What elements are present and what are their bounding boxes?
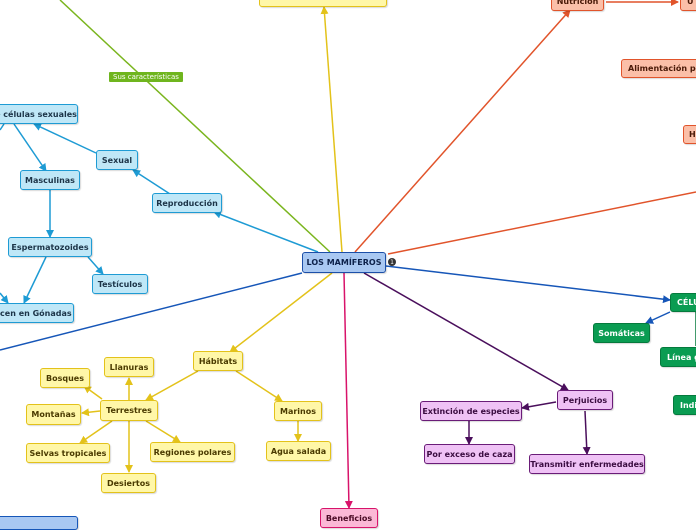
link-testiculos bbox=[87, 256, 104, 275]
link-habitats bbox=[229, 272, 333, 353]
top-node[interactable] bbox=[259, 0, 387, 7]
node-beneficios[interactable]: Beneficios bbox=[320, 508, 378, 528]
node-transmitir[interactable]: Transmitir enfermedades bbox=[529, 454, 645, 474]
node-llanuras[interactable]: Llanuras bbox=[104, 357, 154, 377]
central-node[interactable]: LOS MAMÍFEROS bbox=[302, 252, 386, 273]
node-u[interactable]: U bbox=[680, 0, 696, 11]
node-gonadas[interactable]: ucen en Gónadas bbox=[0, 303, 74, 323]
node-montanas[interactable]: Montañas bbox=[26, 404, 81, 425]
node-bottom-left[interactable] bbox=[0, 516, 78, 530]
node-ind[interactable]: Indi bbox=[673, 395, 696, 415]
node-marinos[interactable]: Marinos bbox=[274, 401, 322, 421]
link-top bbox=[320, 6, 343, 253]
node-terrestres[interactable]: Terrestres bbox=[100, 400, 158, 421]
node-h[interactable]: H bbox=[683, 125, 696, 144]
link-somaticas bbox=[645, 311, 671, 324]
link-perjuicios bbox=[363, 272, 569, 391]
edge-label-caracteristicas[interactable]: Sus características bbox=[109, 72, 183, 82]
node-celulas-sexuales[interactable]: e células sexuales bbox=[0, 104, 78, 124]
link-beneficios bbox=[343, 272, 353, 509]
node-regiones[interactable]: Regiones polares bbox=[150, 442, 235, 462]
link-caracteristicas bbox=[59, 0, 331, 253]
node-nutricion[interactable]: Nutrición bbox=[551, 0, 604, 11]
node-masculinas[interactable]: Masculinas bbox=[20, 170, 80, 190]
node-extincion[interactable]: Extinción de especies bbox=[420, 401, 522, 421]
node-espermatozoides[interactable]: Espermatozoides bbox=[8, 237, 92, 257]
link-masculinas bbox=[13, 123, 47, 172]
attachment-badge[interactable]: 1 bbox=[388, 258, 396, 266]
link-marinos bbox=[235, 370, 283, 402]
link-extincion bbox=[521, 401, 557, 411]
node-bosques[interactable]: Bosques bbox=[40, 368, 90, 388]
node-testiculos[interactable]: Testículos bbox=[92, 274, 148, 294]
node-caza[interactable]: Por exceso de caza bbox=[424, 444, 515, 464]
node-desiertos[interactable]: Desiertos bbox=[101, 473, 156, 493]
link-terrestres bbox=[145, 370, 199, 401]
node-celulas[interactable]: CÉLU bbox=[670, 293, 696, 312]
node-selvas[interactable]: Selvas tropicales bbox=[26, 443, 110, 463]
node-alimentacion[interactable]: Alimentación por bbox=[621, 59, 696, 78]
link-sexual bbox=[132, 169, 171, 195]
node-somaticas[interactable]: Somáticas bbox=[593, 323, 650, 343]
node-sexual[interactable]: Sexual bbox=[96, 150, 138, 170]
link-celulas-sexuales bbox=[33, 123, 97, 154]
node-agua[interactable]: Agua salada bbox=[266, 441, 331, 461]
link-selvas bbox=[79, 420, 113, 444]
link-bosques bbox=[83, 385, 103, 400]
link-montanas bbox=[81, 408, 101, 417]
link-celulas-left bbox=[0, 123, 5, 131]
link-right-orange bbox=[387, 191, 696, 255]
link-regiones bbox=[145, 420, 181, 443]
link-transmitir bbox=[582, 410, 591, 455]
link-nutricion bbox=[354, 9, 571, 253]
link-reproduccion bbox=[213, 210, 319, 253]
node-linea[interactable]: Línea g bbox=[660, 347, 696, 367]
link-gonadas-left bbox=[0, 292, 9, 304]
node-habitats[interactable]: Hábitats bbox=[193, 351, 243, 371]
link-bottom-left bbox=[0, 272, 303, 351]
link-celulas bbox=[385, 265, 671, 304]
node-reproduccion[interactable]: Reproducción bbox=[152, 193, 222, 213]
node-perjuicios[interactable]: Perjuicios bbox=[557, 390, 613, 410]
link-gonadas bbox=[23, 256, 47, 304]
